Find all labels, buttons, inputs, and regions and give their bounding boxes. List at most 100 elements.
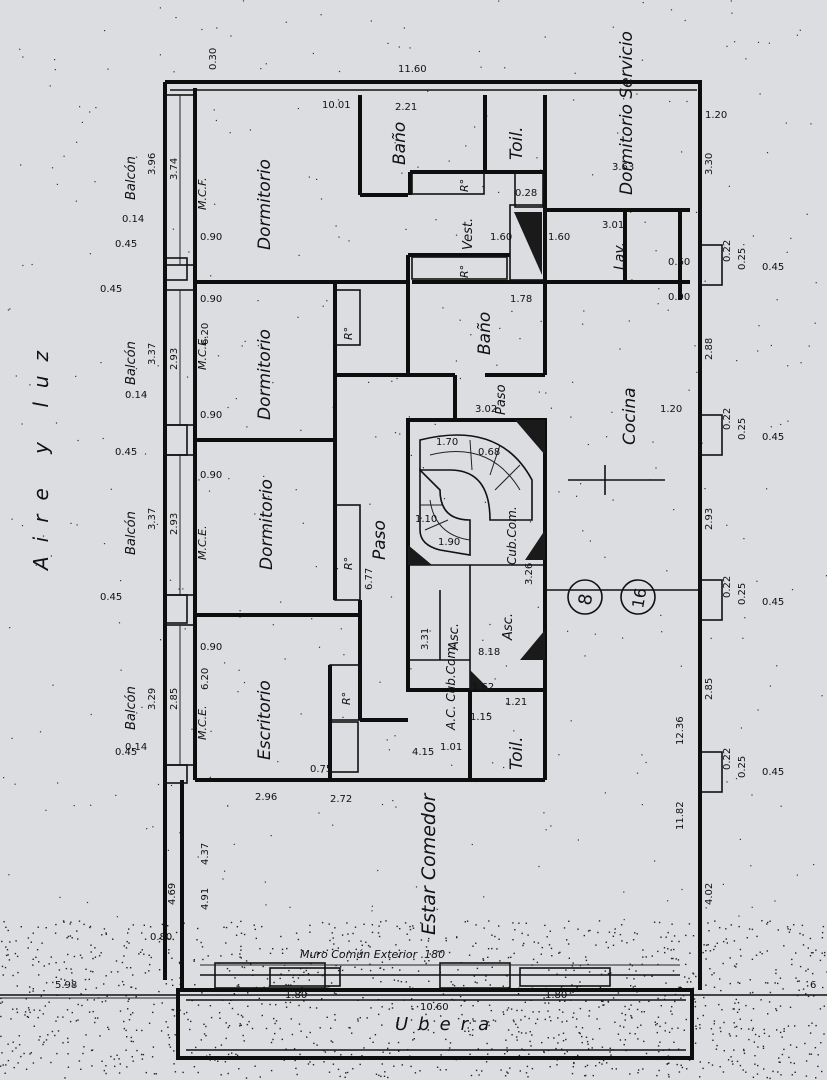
label-closet-3: R° (340, 692, 353, 705)
dim-014-l3: 0.14 (125, 742, 147, 753)
dim-paso-2: 3.02 (475, 404, 497, 415)
dim-170: 1.70 (436, 437, 458, 448)
dim-serv-2: 3.01 (602, 220, 624, 231)
dim-025-r4: 0.25 (737, 756, 748, 778)
dim-top-corner: 0.30 (208, 48, 219, 70)
dim-right-120: 1.20 (705, 110, 727, 121)
dim-415: 4.15 (412, 747, 434, 758)
label-toil-1: Toil. (507, 126, 527, 160)
dim-balcon-1: 3.96 (147, 153, 158, 175)
dim-272: 2.72 (330, 794, 352, 805)
dim-101: 1.01 (440, 742, 462, 753)
dim-162: 1.62 (472, 682, 494, 693)
dim-028: 0.28 (515, 188, 537, 199)
compass-8: 8 (575, 592, 598, 607)
dim-620-2: 6.20 (200, 668, 211, 690)
dim-045-l2: 0.45 (100, 284, 122, 295)
label-cocina: Cocina (620, 387, 640, 445)
dim-1060: 10.60 (420, 1002, 449, 1013)
dim-068: 0.68 (478, 447, 500, 458)
dim-022-r4: 0.22 (722, 748, 733, 770)
dim-bano-w: 2.21 (395, 102, 417, 113)
dim-075: 0.75 (310, 764, 332, 775)
dim-mce-1: 3.74 (169, 158, 180, 180)
dim-331: 3.31 (420, 628, 431, 650)
dim-818: 8.18 (478, 647, 500, 658)
dim-serv: 3.63 (612, 162, 634, 173)
dim-090-3: 0.90 (200, 410, 222, 421)
dim-left-469: 4.69 (167, 883, 178, 905)
label-cub-com-1: Cub.Com. (505, 506, 519, 565)
label-mcf: M.C.F. (196, 177, 209, 210)
dim-090-4: 0.90 (200, 470, 222, 481)
label-closet-1: R° (342, 327, 355, 340)
label-vest: Vest. (461, 218, 476, 250)
dim-014-l2: 0.14 (125, 390, 147, 401)
dim-6: 6 (810, 980, 816, 991)
label-dormitorio-servicio: Dormitorio Servicio (617, 31, 637, 195)
dim-178: 1.78 (510, 294, 532, 305)
dim-045-r4: 0.45 (762, 767, 784, 778)
label-paso-2: Paso (494, 384, 509, 415)
dim-top-left: 10.01 (322, 100, 351, 111)
dim-paso: 6.77 (364, 568, 375, 590)
dim-598: 5.98 (55, 980, 77, 991)
dim-090-1: 0.90 (200, 232, 222, 243)
label-balcon-3: Balcón (124, 511, 139, 555)
dim-326: 3.26 (524, 563, 535, 585)
dim-080: 0.80 (150, 932, 172, 943)
dim-025-r1: 0.25 (737, 248, 748, 270)
dim-115: 1.15 (470, 712, 492, 723)
dim-mce-4: 2.85 (169, 688, 180, 710)
label-aire-y-luz: Aire y luz (29, 337, 53, 572)
dim-160b: 1.60 (548, 232, 570, 243)
label-balcon-1: Balcón (124, 156, 139, 200)
dim-mce-3: 2.93 (169, 513, 180, 535)
label-toil-2: Toil. (507, 736, 527, 770)
label-mce-2: M.C.E. (196, 525, 209, 560)
outer-walls (163, 80, 702, 1060)
dim-right-285: 2.85 (704, 678, 715, 700)
dim-110: 1.10 (415, 514, 437, 525)
dim-180b: 1.80 (545, 990, 567, 1001)
label-dormitorio-2: Dormitorio (255, 329, 275, 420)
dim-balcon-4: 3.29 (147, 688, 158, 710)
compass-16: 16 (628, 586, 650, 609)
label-escritorio: Escritorio (255, 680, 275, 760)
dim-right-1182: 11.82 (675, 801, 686, 830)
label-dormitorio-3: Dormitorio (257, 479, 277, 570)
dimension-labels: 11.60 10.01 2.21 0.30 3.63 3.01 3.30 1.2… (55, 48, 816, 1013)
label-closet-4: R° (458, 179, 471, 192)
closets (329, 171, 544, 773)
dim-090-2: 0.90 (200, 294, 222, 305)
label-closet-2: R° (342, 557, 355, 570)
dim-mce-2: 2.93 (169, 348, 180, 370)
room-labels: Dormitorio Dormitorio Dormitorio Escrito… (29, 31, 640, 1035)
dim-045-l5: 0.45 (115, 747, 137, 758)
dim-left-437: 4.37 (200, 843, 211, 865)
compass-marks: 8 16 (567, 465, 665, 615)
dim-left-491: 4.91 (200, 888, 211, 910)
label-cub-com-2: A.C. Cub.Com. (444, 643, 458, 731)
label-paso-1: Paso (370, 520, 390, 560)
balconies (164, 94, 195, 784)
label-bano-1: Baño (390, 122, 410, 165)
dim-160: 1.60 (490, 232, 512, 243)
dim-045-l1: 0.45 (115, 239, 137, 250)
front-windows (200, 962, 680, 989)
dim-top: 11.60 (398, 64, 427, 75)
dim-190: 1.90 (438, 537, 460, 548)
label-lav: Lav. (612, 242, 628, 270)
label-street: Ubera (395, 1014, 499, 1035)
dim-022-r2: 0.22 (722, 408, 733, 430)
dim-045-r1: 0.45 (762, 262, 784, 273)
dim-right-293a: 2.93 (704, 508, 715, 530)
dim-180a: 1.80 (285, 990, 307, 1001)
dim-025-r3: 0.25 (737, 583, 748, 605)
label-mce-3: M.C.E. (196, 705, 209, 740)
dim-045-r3: 0.45 (762, 597, 784, 608)
label-balcon-2: Balcón (124, 341, 139, 385)
label-muro: Muro Común Exterior .180 (300, 948, 445, 961)
